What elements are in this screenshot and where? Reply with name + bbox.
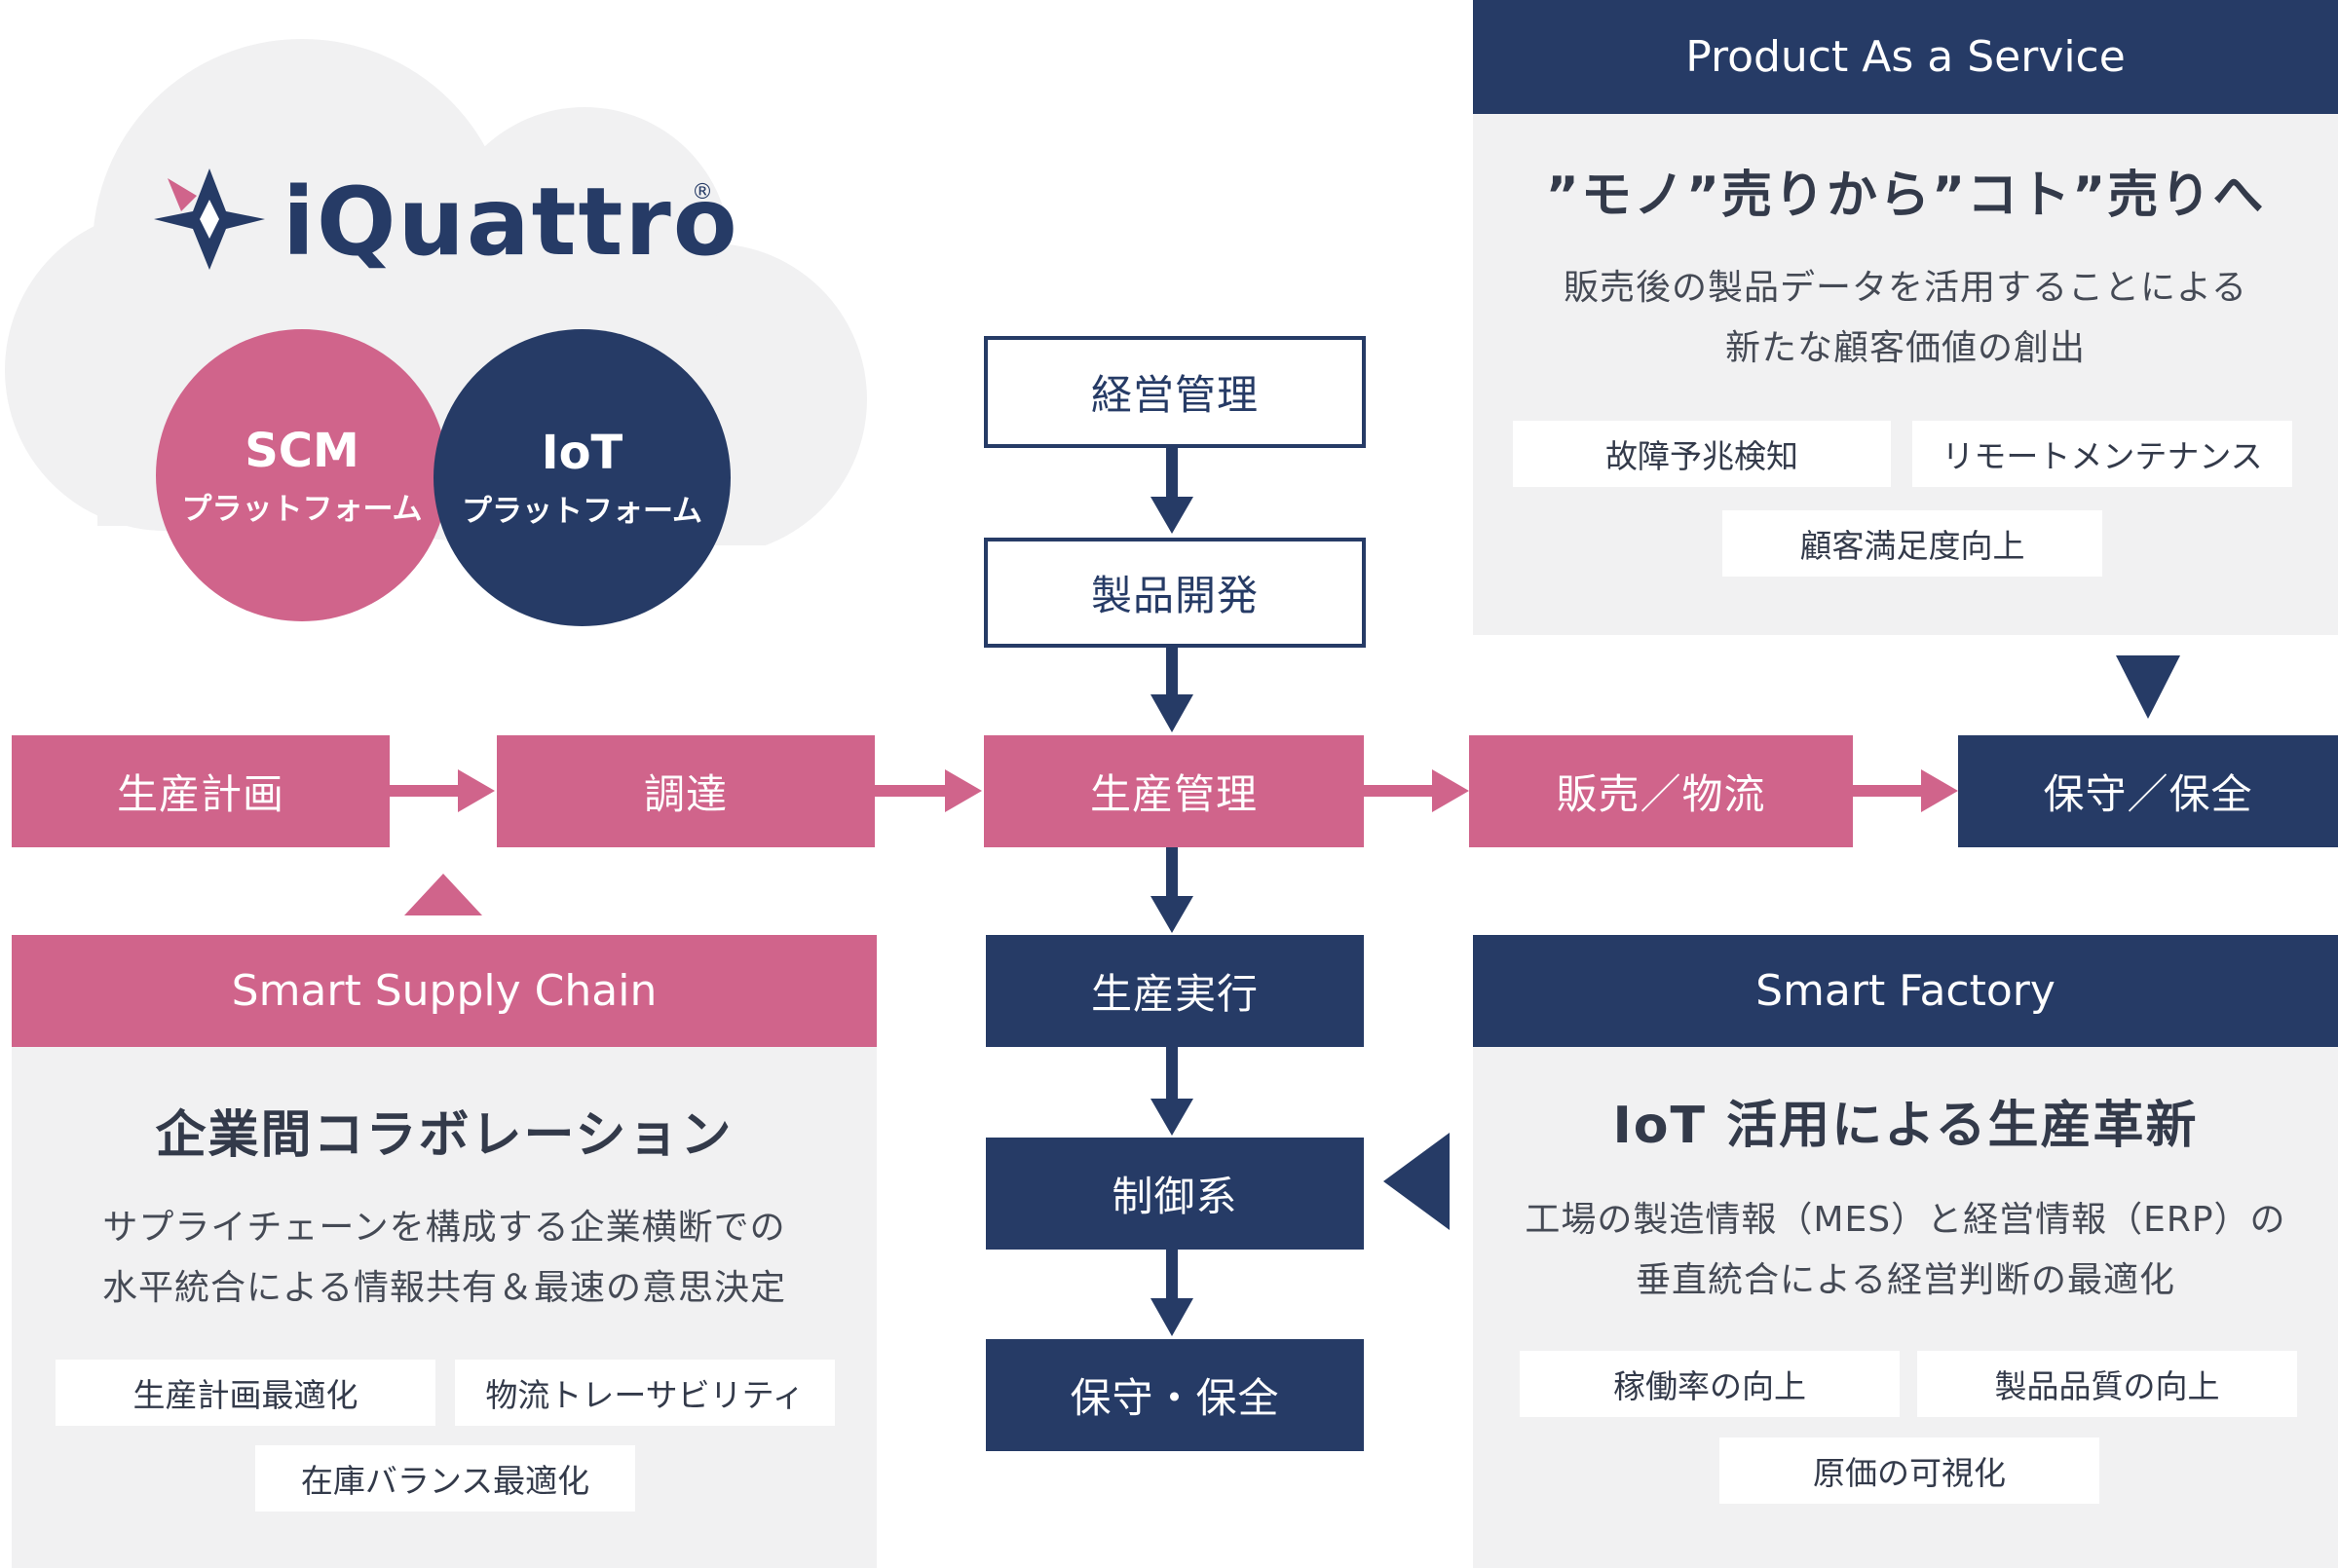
product-development-box: 製品開発 (984, 538, 1366, 648)
arrow-head (1150, 694, 1193, 732)
control-system-box: 制御系 (986, 1138, 1364, 1250)
arrow-head (1150, 497, 1193, 534)
pointer-triangle-up (404, 874, 482, 915)
factory-description: 工場の製造情報（MES）と経営情報（ERP）の 垂直統合による経営判断の最適化 (1473, 1190, 2338, 1311)
supply-chain-desc-line: サプライチェーンを構成する企業横断での (102, 1208, 786, 1248)
tag-customer-satisfaction: 顧客満足度向上 (1722, 510, 2102, 577)
production-management-box: 生産管理 (984, 735, 1364, 847)
supply-chain-description: サプライチェーンを構成する企業横断での 水平統合による情報共有＆最速の意思決定 (12, 1198, 877, 1319)
arrow-head (1150, 896, 1193, 933)
brand-logo: iQuattro ® (146, 161, 737, 287)
paas-desc-line: 新たな顧客価値の創出 (1724, 328, 2086, 368)
supply-chain-title: 企業間コラボレーション (155, 1105, 734, 1165)
factory-header: Smart Factory (1473, 935, 2338, 1047)
paas-header: Product As a Service (1473, 0, 2338, 114)
supply-chain-header: Smart Supply Chain (12, 935, 877, 1047)
pointer-triangle-down (2116, 655, 2180, 719)
iot-platform-circle: IoT プラットフォーム (434, 329, 731, 626)
production-planning-box: 生産計画 (12, 735, 390, 847)
brand-name: iQuattro (283, 168, 739, 277)
iot-subtitle: プラットフォーム (461, 494, 703, 529)
pointer-triangle-left (1383, 1133, 1450, 1230)
paas-desc-line: 販売後の製品データを活用することによる (1564, 268, 2247, 308)
scm-title: SCM (245, 423, 359, 478)
factory-title: IoT 活用による生産革新 (1612, 1096, 2199, 1155)
factory-desc-line: 垂直統合による経営判断の最適化 (1636, 1260, 2175, 1300)
factory-desc-line: 工場の製造情報（MES）と経営情報（ERP）の (1525, 1200, 2286, 1240)
production-execution-box: 生産実行 (986, 935, 1364, 1047)
tag-product-quality: 製品品質の向上 (1917, 1351, 2297, 1417)
procurement-box: 調達 (497, 735, 875, 847)
paas-description: 販売後の製品データを活用することによる 新たな顧客価値の創出 (1473, 258, 2338, 379)
paas-title: ”モノ”売りから”コト”売りへ (1545, 166, 2266, 225)
tag-inventory-balance: 在庫バランス最適化 (255, 1445, 635, 1512)
arrow-head (945, 769, 982, 812)
maintenance-box: 保守／保全 (1958, 735, 2338, 847)
arrow-head (458, 769, 495, 812)
tag-utilization: 稼働率の向上 (1520, 1351, 1900, 1417)
arrow-head (1150, 1298, 1193, 1336)
tag-failure-prediction: 故障予兆検知 (1513, 421, 1891, 487)
management-box: 経営管理 (984, 336, 1366, 448)
maintenance-bottom-box: 保守・保全 (986, 1339, 1364, 1451)
tag-cost-visualization: 原価の可視化 (1719, 1437, 2099, 1504)
tag-production-plan-optimization: 生産計画最適化 (56, 1360, 435, 1426)
registered-mark: ® (692, 180, 713, 205)
iot-title: IoT (541, 426, 623, 480)
arrow-head (1921, 769, 1958, 812)
arrow-head (1432, 769, 1469, 812)
tag-logistics-traceability: 物流トレーサビリティ (455, 1360, 835, 1426)
tag-remote-maintenance: リモートメンテナンス (1912, 421, 2292, 487)
supply-chain-desc-line: 水平統合による情報共有＆最速の意思決定 (102, 1268, 786, 1308)
scm-subtitle: プラットフォーム (181, 491, 423, 527)
arrow-head (1150, 1099, 1193, 1136)
scm-platform-circle: SCM プラットフォーム (156, 329, 448, 621)
logo-star-icon (154, 168, 265, 270)
sales-logistics-box: 販売／物流 (1469, 735, 1853, 847)
